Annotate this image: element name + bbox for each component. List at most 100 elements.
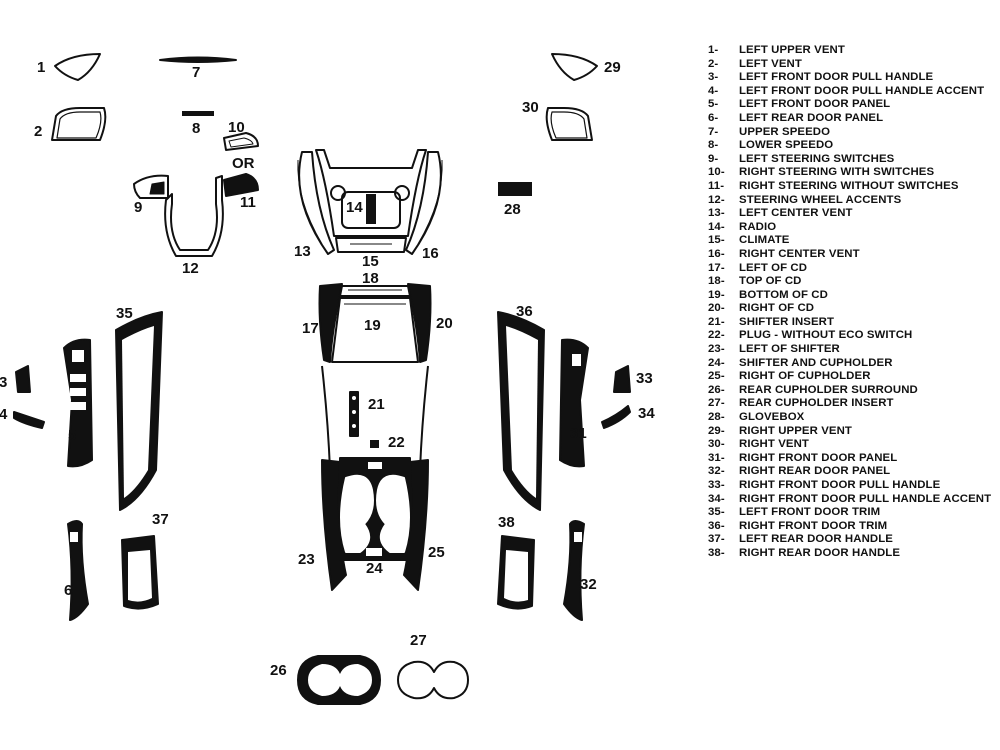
- part-5-switch-2: [70, 374, 86, 382]
- callout-18: 18: [362, 270, 379, 287]
- legend-item: 5- LEFT FRONT DOOR PANEL: [708, 98, 1000, 112]
- legend-item-number: 1-: [708, 44, 719, 56]
- legend-item-number: 11-: [708, 179, 725, 192]
- callout-15: 15: [362, 253, 379, 270]
- legend-item-number: 38-: [708, 546, 725, 559]
- legend-item-number: 6-: [708, 111, 719, 124]
- part-5-switch-3: [70, 388, 86, 396]
- legend-item: 13-LEFT CENTER VENT: [708, 207, 1000, 221]
- callout-28: 28: [504, 201, 521, 218]
- legend-item: 27-REAR CUPHOLDER INSERT: [708, 397, 1000, 411]
- part-36-trim-window: [506, 326, 538, 498]
- callout-7: 7: [192, 64, 200, 81]
- part-15-climate: [335, 237, 407, 253]
- callout-16: 16: [422, 245, 439, 262]
- callout-1: 1: [37, 59, 45, 76]
- legend-item: 9-LEFT STEERING SWITCHES: [708, 153, 1000, 167]
- legend-item-label: LEFT STEERING SWITCHES: [739, 152, 895, 165]
- part-4-left-pull-accent: [13, 411, 45, 429]
- callout-22: 22: [388, 434, 405, 451]
- legend-item-label: RIGHT FRONT DOOR PULL HANDLE: [739, 479, 941, 491]
- callout-21: 21: [368, 396, 385, 413]
- legend-item-label: STEERING WHEEL ACCENTS: [739, 193, 902, 206]
- legend-item-label: RIGHT FRONT DOOR PANEL: [739, 451, 898, 464]
- legend-item: 20-RIGHT OF CD: [708, 302, 1000, 316]
- part-29-right-upper-vent: [551, 53, 598, 81]
- part-31-right-front-door-panel: [559, 338, 589, 468]
- part-3-left-front-door-pull-handle: [15, 365, 31, 393]
- legend-item: 3-LEFT FRONT DOOR PULL HANDLE: [708, 71, 1000, 85]
- callout-33: 33: [636, 370, 653, 387]
- legend-item-label: RIGHT REAR DOOR HANDLE: [739, 546, 901, 559]
- legend-item-label: PLUG - WITHOUT ECO SWITCH: [739, 329, 913, 342]
- part-35-trim-window: [122, 326, 154, 498]
- legend-item: 7-UPPER SPEEDO: [708, 126, 1000, 140]
- part-5-switch-1: [72, 350, 84, 362]
- legend-item: 14-RADIO: [708, 221, 1000, 235]
- legend-item-number: 20-: [708, 302, 725, 315]
- legend-item-number: 23-: [708, 343, 725, 356]
- callout-5: 5: [68, 427, 76, 444]
- part-28-glovebox: [498, 182, 532, 196]
- callout-17: 17: [302, 320, 319, 337]
- callout-36: 36: [516, 303, 533, 320]
- legend-item-label: LOWER SPEEDO: [739, 139, 834, 152]
- legend-item-number: 35-: [708, 506, 725, 519]
- legend-item: 4-LEFT FRONT DOOR PULL HANDLE ACCENT: [708, 85, 1000, 99]
- legend-item-number: 16-: [708, 247, 725, 260]
- callout-37: 37: [152, 511, 169, 528]
- legend-item-number: 2-: [708, 57, 719, 70]
- legend-item-number: 17-: [708, 261, 725, 274]
- callout-25: 25: [428, 544, 445, 561]
- legend-item-number: 15-: [708, 234, 725, 247]
- part-30-right-vent: [545, 107, 593, 141]
- legend-item: 15-CLIMATE: [708, 234, 1000, 248]
- legend-item: 12- STEERING WHEEL ACCENTS: [708, 194, 1000, 208]
- part-6-switch: [70, 532, 78, 542]
- legend-item-number: 37-: [708, 533, 725, 546]
- part-24-cup-right: [376, 474, 410, 553]
- part-38-cutout: [504, 550, 528, 602]
- legend-item: 2-LEFT VENT: [708, 58, 1000, 72]
- legend-item-label: RIGHT FRONT DOOR TRIM: [739, 519, 888, 532]
- legend-item-number: 12-: [708, 193, 725, 206]
- legend-item-number: 36-: [708, 519, 725, 532]
- part-24-cup-left: [340, 474, 374, 553]
- part-14-radio-bezel: [315, 149, 427, 237]
- part-13-left-center-vent-inner: [297, 159, 323, 245]
- legend-item: 38- RIGHT REAR DOOR HANDLE: [708, 547, 1000, 561]
- callout-14: 14: [346, 199, 363, 216]
- callout-26: 26: [270, 662, 287, 679]
- legend-item: 18-TOP OF CD: [708, 275, 1000, 289]
- legend-item-label: LEFT REAR DOOR HANDLE: [739, 533, 893, 546]
- legend-item-label: LEFT FRONT DOOR PANEL: [739, 98, 891, 111]
- legend-item-label: RIGHT STEERING WITHOUT SWITCHES: [739, 179, 959, 192]
- legend-item-number: 27-: [708, 397, 725, 410]
- part-31-switch: [572, 354, 581, 366]
- legend-item-number: 5-: [708, 98, 719, 111]
- callout-29: 29: [604, 59, 621, 76]
- callout-10: 10: [228, 119, 245, 136]
- legend-item-label: RIGHT REAR DOOR PANEL: [739, 465, 891, 478]
- part-9-left-steering-switches-inner: [149, 181, 165, 195]
- legend-item-number: 3-: [708, 71, 719, 84]
- legend-item-number: 8-: [708, 139, 719, 152]
- legend-item-number: 31-: [708, 451, 725, 464]
- part-16-right-center-vent-inner: [417, 159, 443, 245]
- callout-2: 2: [34, 123, 42, 140]
- part-6-left-rear-door-panel: [67, 520, 89, 621]
- legend-item: 24-SHIFTER AND CUPHOLDER: [708, 357, 1000, 371]
- legend-item: 1-LEFT UPPER VENT: [708, 44, 1000, 58]
- legend-item: 31- RIGHT FRONT DOOR PANEL: [708, 452, 1000, 466]
- callout-38: 38: [498, 514, 515, 531]
- legend-item: 33-RIGHT FRONT DOOR PULL HANDLE: [708, 479, 1000, 493]
- legend-item: 23-LEFT OF SHIFTER: [708, 343, 1000, 357]
- legend-item-label: RIGHT CENTER VENT: [739, 247, 860, 260]
- legend-item-label: REAR CUPHOLDER SURROUND: [739, 383, 918, 396]
- legend-item: 29-RIGHT UPPER VENT: [708, 425, 1000, 439]
- callout-11: 11: [240, 194, 256, 211]
- legend-item-number: 28-: [708, 411, 725, 424]
- legend-item-label: LEFT CENTER VENT: [739, 207, 853, 220]
- callout-9: 9: [134, 199, 142, 216]
- legend-item-label: SHIFTER INSERT: [739, 315, 835, 328]
